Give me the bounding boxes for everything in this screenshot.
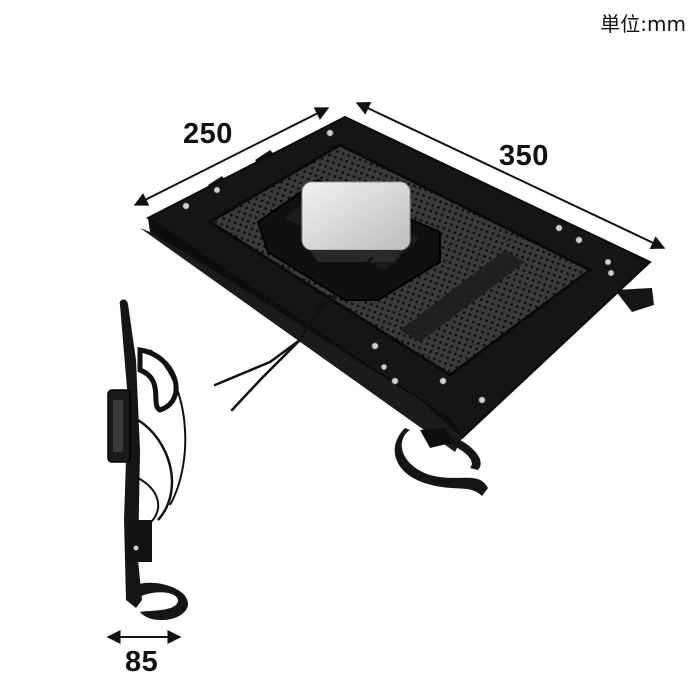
cooling-seat-side-view [107, 299, 189, 621]
width-dimension-arrow [133, 107, 330, 206]
rivets [182, 129, 615, 404]
usb-cable [213, 256, 374, 412]
depth-dimension-arrow [355, 102, 666, 249]
strap-loop [394, 428, 488, 496]
unit-label: 単位:mm [600, 12, 686, 36]
fan-unit [256, 178, 441, 301]
cooling-seat-top-view [140, 115, 654, 496]
height-dimension-label: 85 [125, 646, 159, 678]
